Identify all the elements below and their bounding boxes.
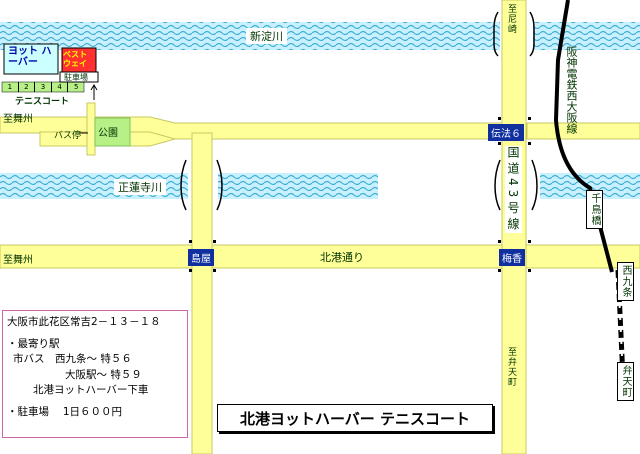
road-label-west-bottom: 至舞州 [3, 255, 33, 266]
railway-hanshin [553, 0, 614, 273]
info-nearest-heading: ・最寄り駅 [7, 337, 60, 350]
park-label: 公園 [98, 128, 118, 139]
road-label-to-bentencho: 至弁天町 [506, 347, 516, 387]
info-address: 大阪市此花区常吉2－１３－１８ [7, 316, 161, 328]
court-number: 3 [35, 82, 52, 92]
road-label-kokudo43: 国道43号線 [505, 146, 522, 234]
shop-label: ベストウェイ [63, 50, 88, 68]
tennis-court-numbers: 1 2 3 4 5 [2, 82, 84, 92]
yacht-harbor-label: ヨット ハーバー [8, 46, 52, 68]
tag-baika: 梅香 [499, 249, 525, 266]
court-number: 5 [73, 83, 79, 91]
info-bus-line-2: 大阪駅～ 特５９ [65, 368, 142, 381]
road-label-to-amagasaki: 至尼崎 [506, 4, 516, 34]
yacht-harbor-box [3, 43, 59, 75]
railway-line-label: 阪神電鉄西大阪線 [565, 46, 578, 134]
court-number: 2 [19, 82, 36, 92]
info-bus-line-3: 北港ヨットハーバー下車 [33, 384, 149, 396]
station-nishikujo: 西九条 [617, 262, 634, 301]
river-label-shorenji: 正蓮寺川 [114, 179, 166, 195]
river-shorenji-mid [218, 173, 378, 199]
page-title: 北港ヨットハーバー テニスコート [217, 404, 493, 432]
road-hokko-dori [0, 244, 640, 269]
info-box: 大阪市此花区常吉2－１３－１８ ・最寄り駅 市バス 西九条～ 特５６ 大阪駅～ … [2, 310, 188, 438]
court-number: 1 [2, 82, 19, 92]
road-upper-east [526, 122, 640, 140]
tag-shimaya: 島屋 [188, 249, 214, 266]
parking-box [59, 71, 99, 83]
bus-stop-label: バス停 [54, 131, 82, 141]
tag-denpo-6: 伝法６ [488, 124, 524, 141]
info-parking: ・駐車場 1日６００円 [7, 405, 123, 418]
court-number: 4 [52, 82, 69, 92]
river-shin-yodogawa-east [533, 22, 640, 50]
info-bus-line-1: 市バス 西九条～ 特５６ [13, 353, 132, 365]
shop-box [61, 47, 97, 73]
tennis-court-strip [1, 81, 85, 93]
road-label-hokko-dori: 北港通り [320, 251, 364, 264]
station-bentencho: 弁天町 [617, 362, 634, 401]
parking-arrow [90, 84, 98, 100]
tennis-court-label: テニスコート [15, 97, 70, 107]
road-label-west-top: 至舞州 [3, 114, 33, 125]
park-area [94, 117, 131, 147]
parking-label: 駐車場 [64, 73, 88, 82]
road-shimaya-ns [191, 132, 213, 454]
river-label-shin-yodogawa: 新淀川 [246, 28, 287, 44]
station-chidoribashi: 千鳥橋 [586, 190, 603, 229]
road-bus-spur [86, 102, 96, 156]
